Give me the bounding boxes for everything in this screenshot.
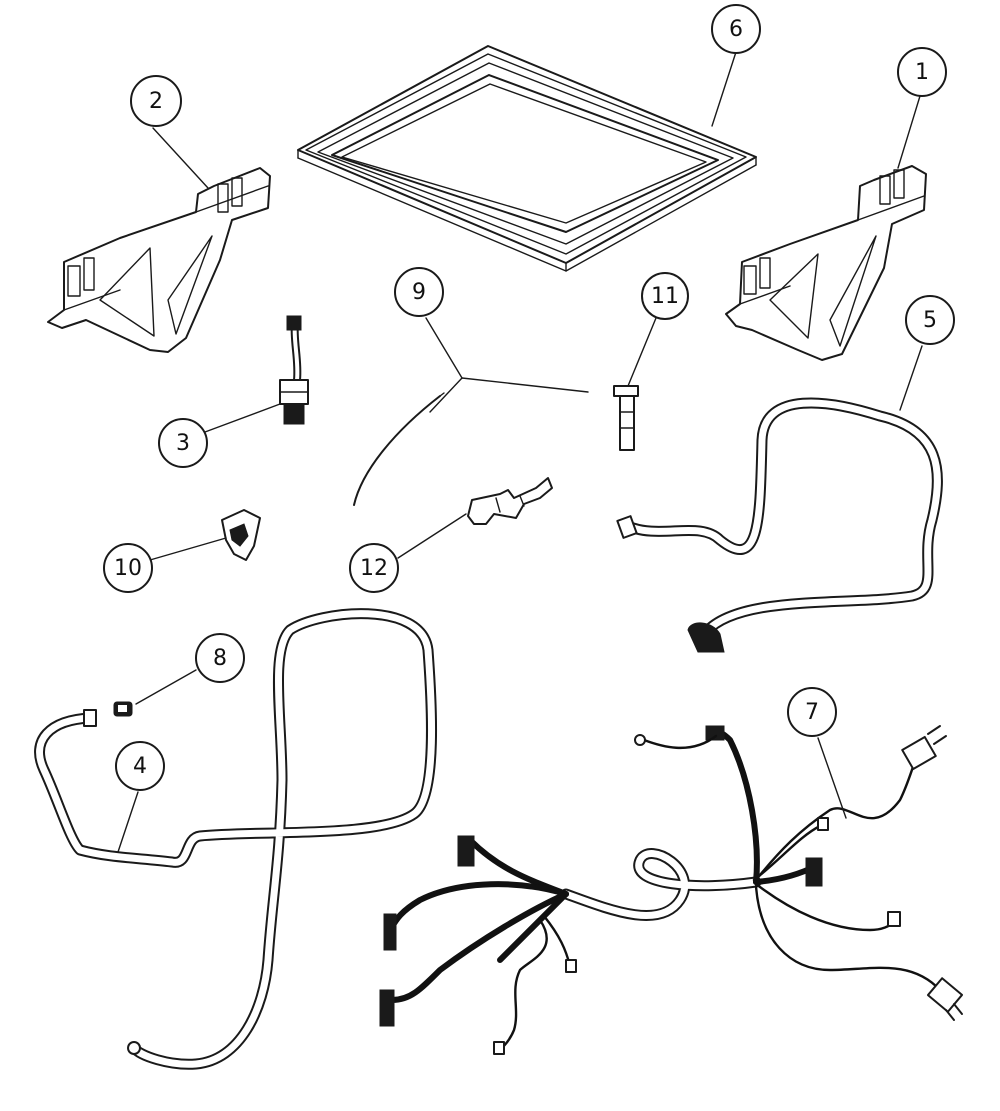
- callout-6-circle: [711, 4, 761, 54]
- part-7-plug-right: [901, 725, 947, 771]
- callout-9-label: 9: [412, 280, 426, 305]
- callout-4-label: 4: [133, 754, 147, 779]
- part-9-rod: [353, 392, 445, 506]
- callout-2-circle: [130, 75, 182, 127]
- part-8-clamp: [113, 701, 133, 717]
- callout-11-label: 11: [651, 284, 679, 309]
- part-4-fill-hose: [34, 608, 438, 1070]
- callout-3-circle: [158, 418, 208, 468]
- part-10-small-bracket: [221, 509, 261, 561]
- callout-9-circle: [394, 267, 444, 317]
- callout-10-label: 10: [114, 556, 142, 581]
- part-1-right-bracket: [725, 165, 927, 361]
- part-5-drain-hose: [616, 397, 943, 653]
- callout-10-circle: [103, 543, 153, 593]
- callout-9: 9: [394, 267, 444, 317]
- part-11-pin: [613, 385, 639, 451]
- callout-12-circle: [349, 543, 399, 593]
- callout-3-label: 3: [176, 431, 190, 456]
- callout-2-label: 2: [149, 89, 163, 114]
- callout-11-circle: [641, 272, 689, 320]
- callout-7-label: 7: [805, 700, 819, 725]
- part-3-switch: [279, 315, 309, 425]
- callout-4: 4: [115, 741, 165, 791]
- callout-8-label: 8: [213, 646, 227, 671]
- callout-6: 6: [711, 4, 761, 54]
- callout-8: 8: [195, 633, 245, 683]
- callout-5: 5: [905, 295, 955, 345]
- callout-1: 1: [897, 47, 947, 97]
- callout-2: 2: [130, 75, 182, 127]
- callout-5-label: 5: [923, 308, 937, 333]
- callout-7: 7: [787, 687, 837, 737]
- leader-lines: [117, 51, 923, 853]
- callout-12-label: 12: [360, 556, 388, 581]
- part-2-left-bracket: [47, 167, 271, 353]
- callout-12: 12: [349, 543, 399, 593]
- callout-1-circle: [897, 47, 947, 97]
- callout-8-circle: [195, 633, 245, 683]
- callout-1-label: 1: [915, 60, 929, 85]
- callout-11: 11: [641, 272, 689, 320]
- callout-6-label: 6: [729, 17, 743, 42]
- part-6-top-frame: [297, 45, 757, 272]
- part-12-clip: [467, 477, 553, 525]
- part-7-wire-harness: [379, 725, 964, 1055]
- callout-5-circle: [905, 295, 955, 345]
- callout-4-circle: [115, 741, 165, 791]
- part-7-plug-bottom: [926, 977, 964, 1021]
- callout-10: 10: [103, 543, 153, 593]
- callout-7-circle: [787, 687, 837, 737]
- callout-3: 3: [158, 418, 208, 468]
